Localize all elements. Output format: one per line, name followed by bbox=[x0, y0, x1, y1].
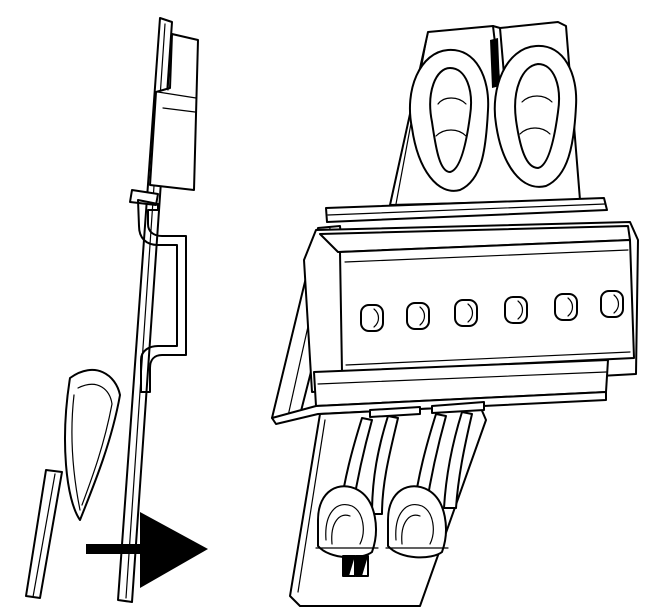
base-step bbox=[129, 189, 159, 206]
latch-inner-curve bbox=[77, 383, 113, 506]
direction-arrow bbox=[86, 512, 208, 588]
spring-clamp-left bbox=[315, 415, 399, 559]
rail-slot-inner bbox=[419, 306, 426, 326]
rail-slot-inner bbox=[373, 308, 380, 328]
clip-block-line bbox=[157, 91, 197, 99]
plate-slot-shadow bbox=[490, 38, 500, 88]
latch-inner-curve-2 bbox=[71, 394, 81, 511]
rail-face bbox=[339, 239, 635, 373]
side-view-module bbox=[25, 17, 199, 603]
top-clip-block bbox=[149, 33, 199, 191]
clip-tab-right bbox=[431, 401, 485, 414]
rail-slots bbox=[360, 290, 624, 332]
clip-tab-left bbox=[369, 406, 421, 418]
rail-face-line bbox=[344, 249, 629, 263]
lower-tab-edge bbox=[32, 473, 56, 598]
bottom-cutouts bbox=[342, 555, 369, 577]
rail-slot bbox=[554, 293, 578, 321]
ring-connector-left bbox=[408, 48, 490, 192]
rail-slot-inner bbox=[467, 303, 474, 323]
clip-block-line-2 bbox=[162, 107, 196, 113]
lower-plate-edge bbox=[297, 419, 326, 593]
rail-slot bbox=[454, 299, 478, 327]
rail-slot bbox=[504, 296, 528, 324]
rail-slot-inner bbox=[567, 297, 574, 317]
rail-face-line-2 bbox=[345, 351, 631, 366]
rail-slot bbox=[360, 304, 384, 332]
ring-connector-right bbox=[493, 44, 578, 188]
din-rail-side-profile bbox=[137, 199, 187, 393]
arrow-shaft bbox=[86, 544, 148, 554]
rail-top-lip-line bbox=[327, 203, 606, 216]
rail-slot-inner bbox=[613, 294, 620, 314]
rail-slot bbox=[406, 302, 430, 330]
arrow-head bbox=[140, 512, 208, 588]
spring-latch bbox=[64, 368, 121, 521]
perspective-module-on-rail bbox=[271, 21, 639, 607]
rail-outline-outer bbox=[137, 199, 187, 393]
clip-block-edge bbox=[167, 39, 172, 91]
spring-clamp-right bbox=[385, 411, 473, 559]
rail-slot-inner bbox=[517, 300, 524, 320]
rail-slot bbox=[600, 290, 624, 318]
rail-bottom-lip-line bbox=[317, 371, 607, 385]
